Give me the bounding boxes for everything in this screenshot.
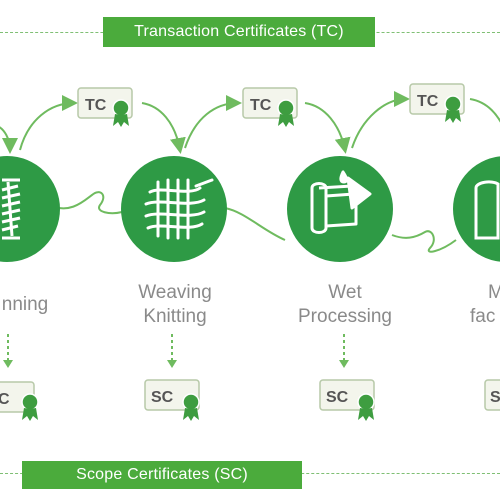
wet-processing-stage-circle [287, 156, 393, 262]
stage-label-weaving-line2: Knitting [143, 306, 207, 327]
process-connector-line [49, 191, 457, 253]
stage-label-weaving: Weaving Knitting [115, 281, 235, 329]
weaving-stage-circle [121, 156, 227, 262]
svg-text:TC: TC [417, 93, 439, 110]
tc-flow-arrow-2a [184, 95, 242, 149]
tc-flow-arrow-1b [19, 95, 78, 151]
stage-label-spinning: nning [0, 293, 60, 317]
svg-text:TC: TC [85, 97, 107, 114]
tc-certificate-badge-2: TC [242, 87, 298, 127]
tc-certificate-badge-3: TC [409, 83, 465, 123]
transaction-certificates-banner: Transaction Certificates (TC) [103, 17, 375, 47]
svg-text:SC: SC [326, 389, 349, 406]
transaction-certificates-title: Transaction Certificates (TC) [134, 23, 344, 40]
scope-certificates-title: Scope Certificates (SC) [76, 466, 248, 483]
yarn-spool-icon [1, 178, 21, 240]
tc-flow-arrow-2b [304, 102, 351, 154]
svg-text:TC: TC [250, 97, 272, 114]
stage-label-manufacturing-line2: fac [470, 306, 496, 327]
stage-label-spinning-line1: nning [1, 294, 49, 315]
tc-flow-arrow-3a [351, 91, 410, 149]
svg-text:SC: SC [151, 389, 174, 406]
sc-certificate-badge-1: C [0, 381, 39, 421]
stage-label-wet-processing: Wet Processing [280, 281, 410, 329]
stage-label-manufacturing-line1: M [488, 282, 500, 303]
fabric-dye-icon [310, 170, 372, 234]
tc-certificate-badge-1: TC [77, 87, 133, 127]
scope-certificates-banner: Scope Certificates (SC) [22, 461, 302, 489]
tc-flow-arrow-3b [469, 98, 500, 123]
weave-icon [144, 178, 214, 240]
tc-flow-arrow-1c [141, 102, 186, 154]
sc-certificate-badge-2: SC [144, 379, 200, 421]
garment-icon [474, 180, 500, 240]
stage-label-manufacturing: M fac [470, 281, 500, 329]
spinning-stage-circle [0, 156, 60, 262]
sc-arrowheads [3, 360, 349, 368]
sc-certificate-badge-3: SC [319, 379, 375, 421]
svg-text:C: C [0, 391, 10, 408]
stage-label-wet-processing-line1: Wet [328, 282, 362, 303]
svg-text:SC: SC [490, 389, 500, 406]
tc-flow-arrow-1a [0, 126, 18, 154]
manufacturing-stage-circle [453, 156, 500, 262]
sc-certificate-badge-4: SC [484, 379, 500, 411]
stage-label-weaving-line1: Weaving [138, 282, 212, 303]
stage-label-wet-processing-line2: Processing [298, 306, 392, 327]
sc-connector-arrows [7, 334, 345, 362]
